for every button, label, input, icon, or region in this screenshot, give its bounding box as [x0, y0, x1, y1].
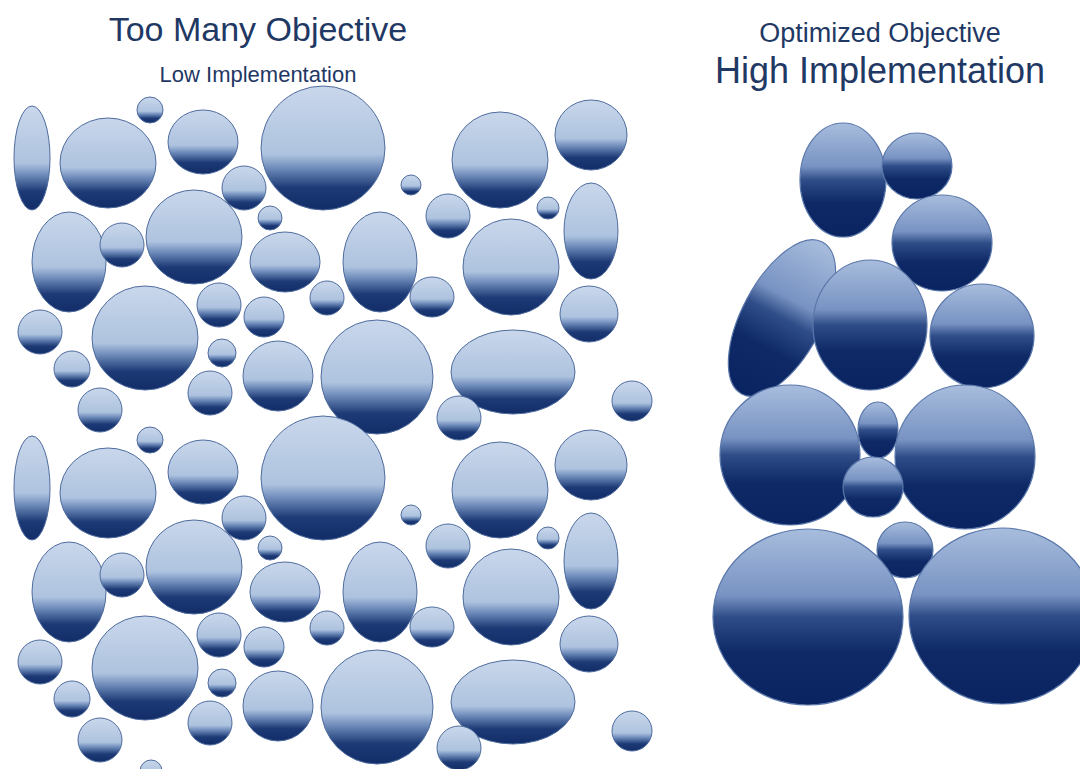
objective-circle — [401, 175, 421, 195]
objective-circle — [243, 341, 313, 411]
objective-circle — [243, 671, 313, 741]
objective-circle — [137, 427, 163, 453]
objective-circle — [261, 416, 385, 540]
objective-circle — [612, 711, 652, 751]
optimized-circle — [858, 402, 898, 458]
objective-circle — [258, 206, 282, 230]
objective-circle — [168, 110, 238, 174]
objective-circle — [137, 97, 163, 123]
optimized-circle — [720, 385, 860, 525]
objective-circle — [250, 562, 320, 622]
objective-circle — [197, 613, 241, 657]
objective-circle — [261, 86, 385, 210]
objective-circle — [146, 190, 242, 284]
packed-circles — [706, 123, 1080, 705]
objective-circle — [426, 194, 470, 238]
objective-circle — [343, 542, 417, 642]
optimized-circle — [813, 260, 927, 390]
objective-circle — [18, 310, 62, 354]
objective-circle — [410, 277, 454, 317]
objective-circle — [452, 112, 548, 208]
objective-circle — [54, 681, 90, 717]
objective-circle — [100, 223, 144, 267]
objective-circle — [14, 436, 50, 540]
right-heading: Optimized Objective — [759, 18, 1001, 49]
objective-circle — [564, 183, 618, 279]
objective-circle — [612, 381, 652, 421]
objective-circle — [321, 650, 433, 764]
objective-circle — [140, 760, 162, 769]
optimized-circle — [909, 528, 1080, 704]
optimized-circle — [843, 457, 903, 517]
objective-circle — [426, 524, 470, 568]
optimized-circle — [882, 133, 952, 199]
objective-circle — [452, 442, 548, 538]
objective-circle — [244, 297, 284, 337]
objective-circle — [208, 339, 236, 367]
objective-circle — [60, 118, 156, 208]
objective-circle — [188, 701, 232, 745]
objective-circle — [146, 520, 242, 614]
objective-circle — [250, 232, 320, 292]
right-subheading: High Implementation — [715, 50, 1045, 91]
objective-circle — [197, 283, 241, 327]
optimized-circle — [895, 385, 1035, 529]
objective-circle — [437, 396, 481, 440]
objective-circle — [100, 553, 144, 597]
objective-circle — [92, 616, 198, 720]
objective-circle — [32, 542, 106, 642]
objective-circle — [401, 505, 421, 525]
objective-circle — [560, 286, 618, 342]
objective-circle — [555, 100, 627, 170]
objective-circle — [168, 440, 238, 504]
objective-circle — [437, 726, 481, 769]
left-subheading: Low Implementation — [160, 62, 357, 87]
optimized-circle — [800, 123, 886, 237]
objective-circle — [208, 669, 236, 697]
objective-circle — [32, 212, 106, 312]
objective-circle — [463, 219, 559, 315]
objective-circle — [14, 106, 50, 210]
objective-circle — [564, 513, 618, 609]
objective-circle — [537, 197, 559, 219]
optimized-circle — [930, 284, 1034, 388]
objective-circle — [78, 388, 122, 432]
objective-circle — [222, 166, 266, 210]
objective-circle — [310, 611, 344, 645]
objective-circle — [537, 527, 559, 549]
objective-circle — [310, 281, 344, 315]
objective-circle — [222, 496, 266, 540]
objective-circle — [555, 430, 627, 500]
scattered-circles — [14, 86, 652, 769]
objective-circle — [54, 351, 90, 387]
objective-circle — [258, 536, 282, 560]
objective-circle — [18, 640, 62, 684]
objective-circle — [78, 718, 122, 762]
objective-circle — [560, 616, 618, 672]
objective-circle — [463, 549, 559, 645]
objective-circle — [343, 212, 417, 312]
objective-circle — [410, 607, 454, 647]
left-heading: Too Many Objective — [109, 10, 408, 49]
objective-circle — [188, 371, 232, 415]
objective-circle — [321, 320, 433, 434]
objective-circle — [92, 286, 198, 390]
objective-circle — [60, 448, 156, 538]
optimized-circle — [713, 529, 903, 705]
objective-circle — [244, 627, 284, 667]
